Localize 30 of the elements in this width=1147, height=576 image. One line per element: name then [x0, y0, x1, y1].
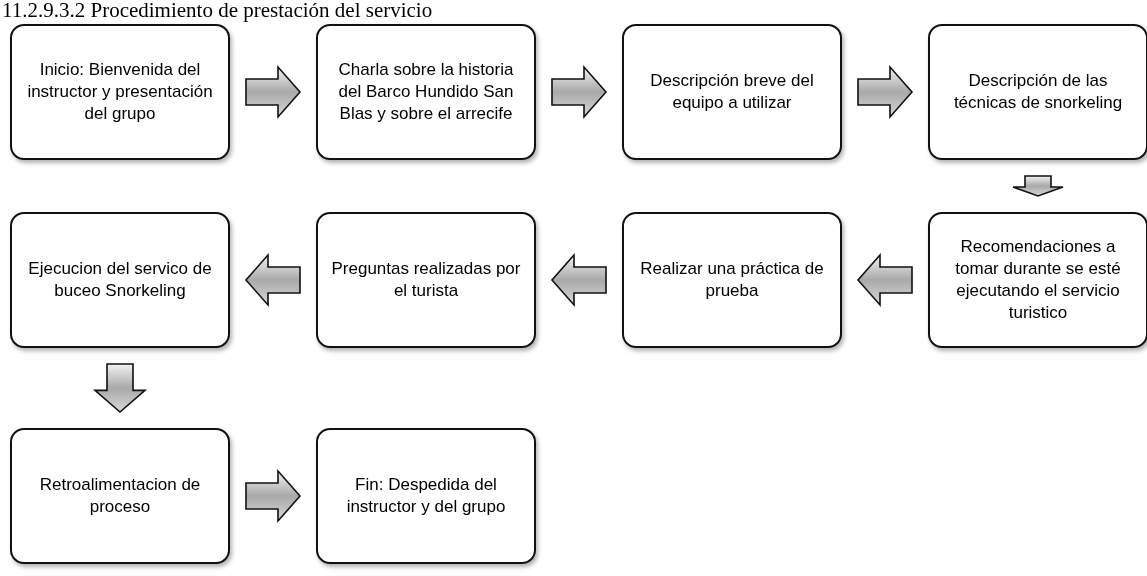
block-arrow	[245, 64, 302, 120]
step-text: Fin: Despedida del instructor y del grupo	[345, 473, 507, 518]
step-text: Preguntas realizadas por el turista	[330, 257, 522, 302]
diagram-title: 11.2.9.3.2 Procedimiento de prestación del servicio	[2, 0, 433, 23]
process-box	[316, 24, 536, 160]
process-box	[622, 24, 842, 160]
process-box	[10, 428, 230, 564]
step-text: Recomendaciones a tomar durante se esté ejecutando el servicio turistico	[954, 235, 1122, 325]
block-arrow	[856, 252, 913, 308]
process-box	[622, 212, 842, 348]
block-arrow	[857, 64, 914, 120]
block-arrow	[244, 252, 301, 308]
block-arrow	[245, 468, 302, 524]
step-text: Ejecucion del servico de buceo Snorkeling	[27, 257, 213, 302]
process-box	[316, 212, 536, 348]
block-arrow	[1012, 175, 1064, 197]
block-arrow	[550, 252, 607, 308]
process-box	[10, 24, 230, 160]
block-arrow	[92, 363, 148, 414]
process-box	[316, 428, 536, 564]
step-text: Inicio: Bienvenida del instructor y presentación del grupo	[26, 58, 214, 126]
step-text: Retroalimentacion de proceso	[38, 473, 202, 518]
process-box	[928, 212, 1147, 348]
step-text: Descripción de las técnicas de snorkeling	[952, 69, 1124, 114]
block-arrow	[551, 64, 608, 120]
step-text: Realizar una práctica de prueba	[639, 257, 825, 302]
step-text: Charla sobre la historia del Barco Hundido San Blas y sobre el arrecife	[337, 58, 515, 126]
process-box	[928, 24, 1147, 160]
step-text: Descripción breve del equipo a utilizar	[649, 69, 815, 114]
process-box	[10, 212, 230, 348]
